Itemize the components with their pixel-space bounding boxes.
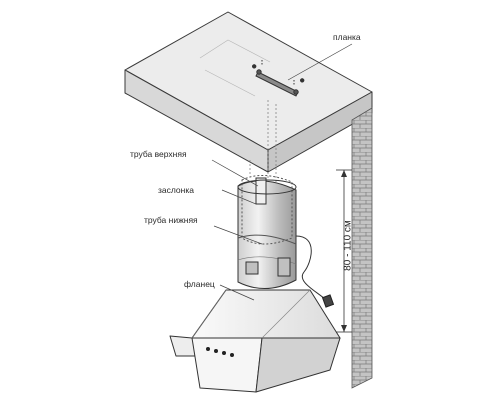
hood-side-face — [255, 337, 341, 393]
arrow-down-icon — [341, 325, 347, 332]
dimension-label: 80 - 110 см — [342, 220, 354, 271]
control-button — [214, 349, 218, 353]
ceiling-slab — [124, 11, 373, 173]
label-flange: фланец — [184, 279, 215, 289]
screw-icon: ⊕ — [300, 78, 304, 84]
plug-icon — [321, 294, 335, 308]
label-damper: заслонка — [158, 185, 194, 195]
dimension-line — [336, 169, 352, 333]
arrow-up-icon — [341, 170, 347, 177]
alignment-guides — [249, 100, 277, 182]
pipe-top-ellipse — [237, 179, 297, 195]
mounting-bracket: ⊕ ⊕ — [252, 60, 305, 97]
hood-front-face — [191, 337, 263, 393]
screw-icon: ⊕ — [252, 64, 256, 70]
hood-controls — [206, 347, 234, 357]
control-button — [230, 353, 234, 357]
control-button — [206, 347, 210, 351]
pipe-clip — [245, 261, 259, 275]
brick-wall — [351, 107, 373, 389]
pipe-clip — [277, 257, 291, 277]
power-cord — [295, 235, 335, 308]
control-button — [222, 351, 226, 355]
hood-body — [169, 289, 341, 393]
label-bracket: планка — [333, 32, 361, 42]
chimney-pipe — [237, 175, 297, 289]
label-upper-pipe: труба верхняя — [130, 149, 187, 159]
hood-canopy-top — [191, 289, 341, 339]
upper-pipe-inner — [241, 175, 293, 245]
upper-pipe-bracket — [255, 177, 267, 205]
label-lower-pipe: труба нижняя — [144, 215, 198, 225]
leader-lines — [211, 43, 353, 301]
